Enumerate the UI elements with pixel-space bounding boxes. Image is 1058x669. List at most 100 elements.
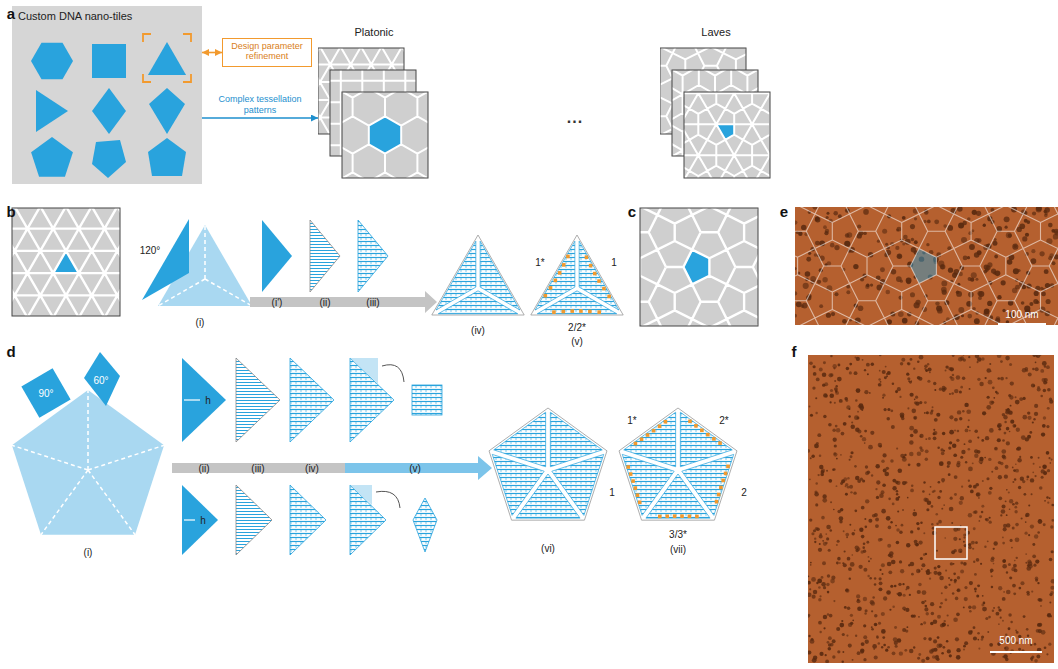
afm-feature: [818, 548, 822, 552]
afm-feature: [929, 494, 931, 496]
afm-feature: [952, 355, 955, 357]
figure-label: 1: [611, 257, 617, 268]
afm-feature: [1002, 536, 1004, 538]
afm-feature: [896, 493, 898, 495]
afm-feature: [904, 609, 906, 611]
afm-feature: [987, 301, 992, 306]
afm-feature: [1008, 627, 1011, 630]
helix-rows: [236, 485, 272, 555]
afm-feature: [810, 414, 813, 417]
afm-feature: [926, 612, 929, 615]
afm-feature: [955, 597, 959, 601]
afm-feature: [1031, 249, 1035, 253]
afm-feature: [795, 220, 797, 224]
afm-feature: [863, 209, 869, 215]
tile-frame: [640, 208, 758, 326]
afm-feature: [1012, 467, 1014, 469]
afm-feature: [1015, 537, 1020, 542]
afm-feature: [876, 496, 879, 499]
afm-feature: [863, 231, 867, 235]
afm-feature: [1002, 559, 1006, 563]
afm-feature: [860, 550, 863, 553]
afm-feature: [908, 564, 910, 566]
afm-feature: [1034, 291, 1039, 296]
afm-feature: [867, 575, 869, 577]
afm-feature: [960, 496, 964, 500]
afm-feature: [915, 543, 918, 546]
afm-feature: [982, 411, 986, 415]
afm-feature: [897, 638, 901, 642]
afm-feature: [828, 647, 832, 651]
sticky-end: [589, 264, 593, 268]
afm-feature: [963, 355, 965, 356]
afm-feature: [808, 615, 810, 618]
afm-feature: [1039, 466, 1041, 468]
afm-feature: [964, 597, 968, 601]
afm-feature: [1026, 478, 1028, 480]
afm-feature: [899, 396, 901, 398]
afm-feature: [882, 636, 885, 639]
afm-feature: [910, 489, 914, 493]
afm-feature: [1012, 481, 1014, 483]
afm-feature: [954, 418, 958, 422]
afm-feature: [963, 256, 968, 261]
afm-feature: [849, 371, 852, 374]
sticky-end: [658, 424, 662, 428]
afm-feature: [936, 522, 939, 525]
afm-feature: [886, 375, 888, 377]
afm-feature: [991, 575, 993, 577]
afm-feature: [965, 429, 969, 433]
afm-feature: [954, 549, 957, 552]
sticky-end: [715, 500, 719, 504]
figure-label: 2: [741, 487, 747, 498]
afm-feature: [830, 579, 835, 584]
afm-feature: [915, 396, 918, 399]
afm-feature: [879, 370, 881, 372]
afm-feature: [910, 358, 913, 361]
nano-tile: [92, 88, 126, 134]
afm-feature: [865, 609, 868, 612]
afm-feature: [992, 241, 997, 246]
afm-feature: [1029, 431, 1032, 434]
afm-feature: [925, 449, 929, 453]
tiling-stack: Platonic: [318, 26, 430, 182]
afm-feature: [879, 493, 884, 498]
afm-feature: [1020, 477, 1024, 481]
afm-feature: [815, 412, 817, 414]
afm-feature: [892, 383, 895, 386]
afm-feature: [1028, 534, 1030, 536]
afm-feature: [925, 438, 927, 440]
afm-feature: [814, 253, 817, 256]
afm-feature: [1008, 491, 1010, 493]
afm-feature: [939, 461, 944, 466]
figure-label: (v): [409, 463, 421, 474]
afm-feature: [968, 546, 972, 550]
afm-feature: [968, 513, 972, 517]
figure-label: (iv): [305, 463, 319, 474]
afm-feature: [1049, 558, 1053, 562]
afm-feature: [851, 425, 855, 429]
afm-feature: [962, 410, 965, 413]
afm-feature: [935, 301, 939, 305]
afm-feature: [938, 261, 944, 267]
node-heading: Platonic: [318, 26, 430, 38]
afm-feature: [884, 472, 889, 477]
edge-label: Complex tessellation patterns: [205, 94, 315, 115]
afm-feature: [821, 582, 826, 587]
afm-feature: [885, 290, 890, 295]
afm-feature: [827, 641, 830, 644]
afm-feature: [833, 211, 838, 216]
afm-feature: [923, 553, 926, 556]
afm-feature: [902, 509, 904, 511]
afm-feature: [1012, 526, 1015, 529]
afm-feature: [957, 207, 963, 212]
tile-fill: [12, 208, 120, 316]
afm-feature: [865, 471, 869, 475]
afm-feature: [846, 405, 850, 409]
afm-feature: [1041, 469, 1045, 473]
box-text: Design parameter refinement: [227, 41, 307, 62]
sticky-end: [673, 514, 677, 518]
afm-feature: [1002, 564, 1007, 569]
tile-frame: [12, 208, 120, 316]
afm-feature: [830, 355, 832, 357]
